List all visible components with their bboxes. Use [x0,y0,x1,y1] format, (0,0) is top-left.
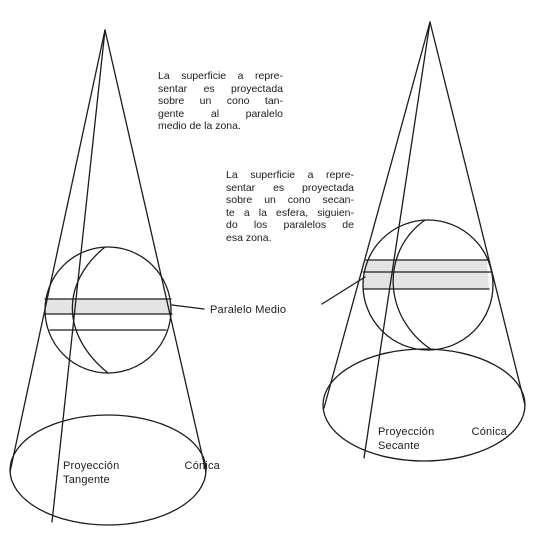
secant-parallel-band [363,260,489,289]
tangent-caption-line1: Proyección Cónica [63,460,220,472]
tangent-caption-line2: Tangente [63,474,110,486]
secant-note-line: do los paralelos de [226,219,354,231]
tangent-note-line: medio de la zona. [158,120,241,132]
secant-cone-right-side [429,21,526,406]
secant-caption-line1: Proyección Cónica [378,426,507,438]
secant-sphere [362,219,494,351]
tangent-note: La superficie a repre- sentar es proyect… [158,70,283,133]
middle-parallel-label-text: Paralelo Medio [210,304,287,316]
middle-parallel-label: Paralelo Medio [210,303,286,317]
tangent-cone-left-side [9,29,106,473]
tangent-middle-parallel-band [44,299,172,314]
secant-note-line: esa zona. [226,231,272,244]
secant-cone-group [322,21,526,462]
tangent-note-line: sobre un cono tan- [158,95,283,107]
secant-note: La superficie a repre- sentar es proyect… [226,169,354,244]
tangent-cone-inner-generatrix [51,29,106,523]
middle-parallel-leader-left [171,304,205,310]
secant-caption-line2: Secante [378,440,420,452]
tangent-note-line: sentar es proyectada [158,82,283,95]
tangent-note-line: gente al paralelo [158,107,283,120]
secant-sphere-meridian [392,219,433,351]
tangent-cone-right-side [104,29,207,473]
secant-cone-left-side [323,21,431,409]
tangent-cone-group [9,29,207,526]
secant-note-line: sentar es proyectada [226,181,354,194]
secant-note-line: La superficie a repre- [226,169,354,181]
tangent-note-line: La superficie a repre- [158,70,283,82]
secant-cone-caption: Proyección Cónica Secante [378,425,507,453]
secant-cone-inner-generatrix [363,21,431,459]
secant-note-line: te a la esfera, siguien- [226,206,354,219]
middle-parallel-leader-right [321,276,366,305]
tangent-sphere-meridian [71,246,109,374]
secant-note-line: sobre un cono secan- [226,194,354,206]
tangent-cone-caption: Proyección Cónica Tangente [63,459,220,487]
